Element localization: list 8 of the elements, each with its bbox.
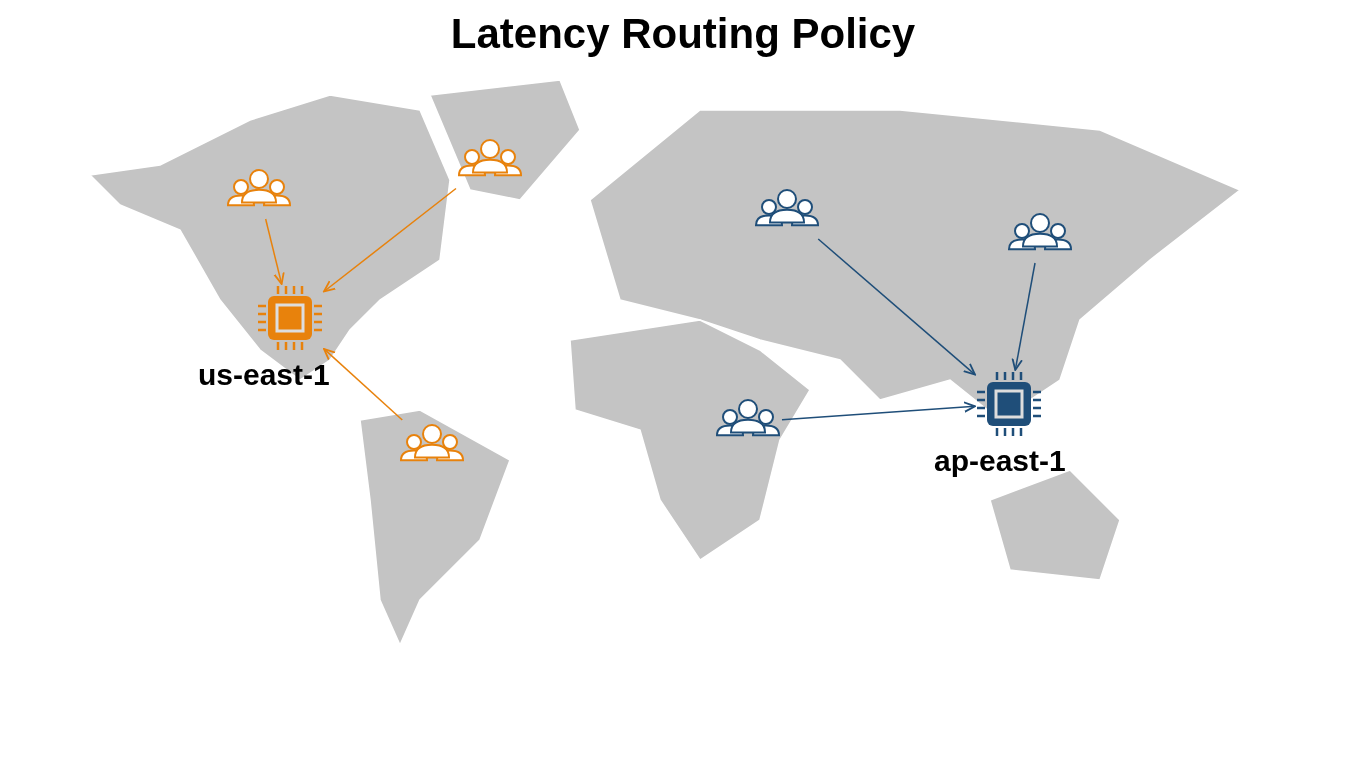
arrow (264, 218, 285, 285)
arrow (817, 238, 976, 376)
region-label: ap-east-1 (934, 444, 1066, 478)
title: Latency Routing Policy (449, 10, 917, 58)
arrow (781, 401, 976, 421)
arrow (323, 348, 404, 421)
region-label: us-east-1 (198, 358, 330, 392)
arrow (1011, 262, 1036, 371)
